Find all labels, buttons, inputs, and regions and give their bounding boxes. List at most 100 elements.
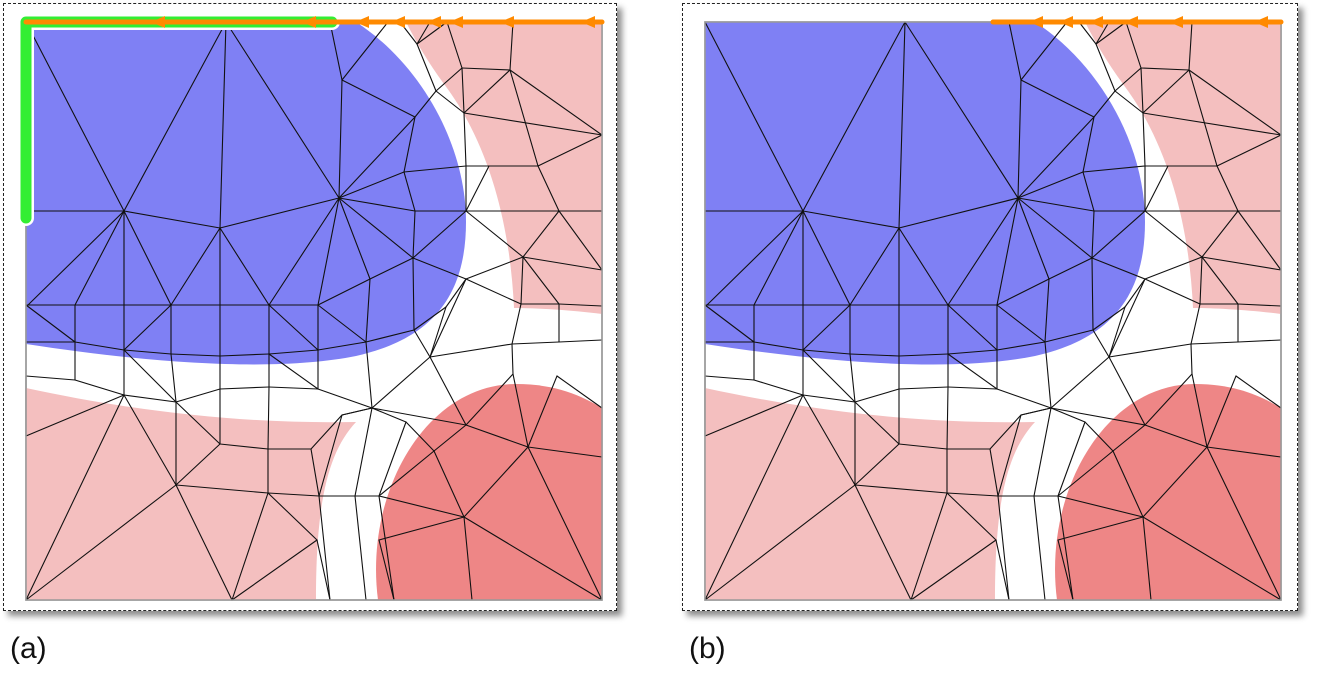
panel-a-red-region <box>376 384 602 600</box>
mesh-edge <box>463 516 603 601</box>
mesh-edge <box>802 394 856 486</box>
mesh-edge <box>1048 257 1093 280</box>
mesh-edge <box>898 21 906 229</box>
mesh-edge <box>219 197 340 229</box>
mesh-edge <box>175 484 233 601</box>
mesh-edge <box>537 134 603 167</box>
mesh-edge <box>317 278 371 306</box>
mesh-edge <box>1044 329 1094 343</box>
mesh-edge <box>1044 341 1052 409</box>
mesh-edge <box>1142 112 1146 167</box>
mesh-edge <box>268 386 319 390</box>
mesh-edge <box>1057 421 1086 497</box>
mesh-edge <box>996 278 1050 306</box>
mesh-edge <box>1091 210 1146 259</box>
mesh-edge <box>429 278 467 358</box>
mesh-edge <box>268 349 319 355</box>
mesh-edge <box>802 21 906 212</box>
mesh-edge <box>947 386 998 390</box>
mesh-edge <box>317 388 373 409</box>
mesh-edge <box>1108 306 1126 358</box>
panel-a-mesh <box>18 14 605 601</box>
panel-a-blue-region <box>26 22 466 365</box>
panel-a-mesh-edges <box>25 21 603 601</box>
mesh-edge <box>463 69 511 114</box>
mesh-edge <box>378 539 395 601</box>
mesh-edge <box>1057 450 1114 497</box>
mesh-edge <box>465 373 514 426</box>
mesh-edge <box>1017 171 1084 199</box>
panel-a-label: (a) <box>10 632 47 665</box>
mesh-edge <box>1142 112 1282 136</box>
mesh-edge <box>1201 210 1239 258</box>
mesh-edge <box>704 394 804 437</box>
mesh-edge <box>854 388 900 403</box>
mesh-edge <box>317 304 367 343</box>
mesh-edge <box>512 373 529 448</box>
mesh-edge <box>446 21 463 69</box>
mesh-edge <box>318 495 331 601</box>
mesh-edge <box>123 394 177 486</box>
mesh-edge <box>412 257 415 331</box>
arrowhead-icon <box>449 16 463 28</box>
mesh-edge <box>558 339 603 343</box>
mesh-edge <box>175 401 221 445</box>
mesh-edge <box>433 450 465 518</box>
mesh-edge <box>1188 69 1282 136</box>
mesh-edge <box>318 414 343 497</box>
mesh-edge <box>338 197 371 280</box>
mesh-edge <box>1112 450 1144 518</box>
mesh-edge <box>175 388 221 403</box>
mesh-edge <box>433 424 467 452</box>
mesh-edge <box>1082 171 1095 212</box>
mesh-edge <box>338 197 414 259</box>
mesh-edge <box>1091 210 1095 259</box>
mesh-edge <box>509 21 514 71</box>
mesh-edge <box>1144 210 1203 258</box>
mesh-edge <box>753 379 804 396</box>
mesh-edge <box>509 69 539 167</box>
mesh-edge <box>1091 257 1094 331</box>
mesh-edge <box>706 210 804 306</box>
mesh-edge <box>123 210 221 229</box>
mesh-edge <box>1091 257 1146 280</box>
mesh-edge <box>435 67 463 92</box>
mesh-edge <box>412 257 467 280</box>
mesh-edge <box>1140 67 1144 114</box>
mesh-edge <box>365 278 371 343</box>
mesh-edge <box>341 79 416 118</box>
mesh-edge <box>25 394 125 437</box>
mesh-edge <box>1008 21 1022 81</box>
arrowhead-icon <box>151 16 165 28</box>
mesh-edge <box>1201 256 1282 271</box>
mesh-edge <box>1020 407 1052 416</box>
mesh-edge <box>1144 373 1193 426</box>
mesh-edge <box>947 349 998 355</box>
mesh-edge <box>1206 446 1282 458</box>
mesh-edge <box>849 353 856 403</box>
arrowhead-icon <box>391 16 405 28</box>
panel-b-light-red-region-bottom-left <box>705 388 1035 600</box>
mesh-edge <box>123 21 227 212</box>
mesh-edge <box>378 450 435 497</box>
mesh-edge <box>413 329 431 358</box>
panel-b-mesh-edges <box>704 21 1282 601</box>
mesh-edge <box>854 443 900 486</box>
mesh-edge <box>74 341 125 351</box>
mesh-edge <box>904 21 1019 199</box>
mesh-edge <box>463 112 467 167</box>
mesh-edge <box>268 353 319 390</box>
mesh-edge <box>1144 278 1201 305</box>
mesh-edge <box>429 343 513 358</box>
mesh-edge <box>854 401 900 445</box>
mesh-edge <box>465 278 522 305</box>
mesh-edge <box>1017 197 1050 280</box>
mesh-edge <box>753 341 804 351</box>
mesh-edge <box>1216 134 1282 167</box>
mesh-edge <box>1092 306 1126 331</box>
mesh-edge <box>802 304 851 351</box>
mesh-edge <box>1237 339 1282 343</box>
mesh-edge <box>341 407 373 416</box>
mesh-edge <box>1144 256 1203 280</box>
mesh-edge <box>997 495 1010 601</box>
